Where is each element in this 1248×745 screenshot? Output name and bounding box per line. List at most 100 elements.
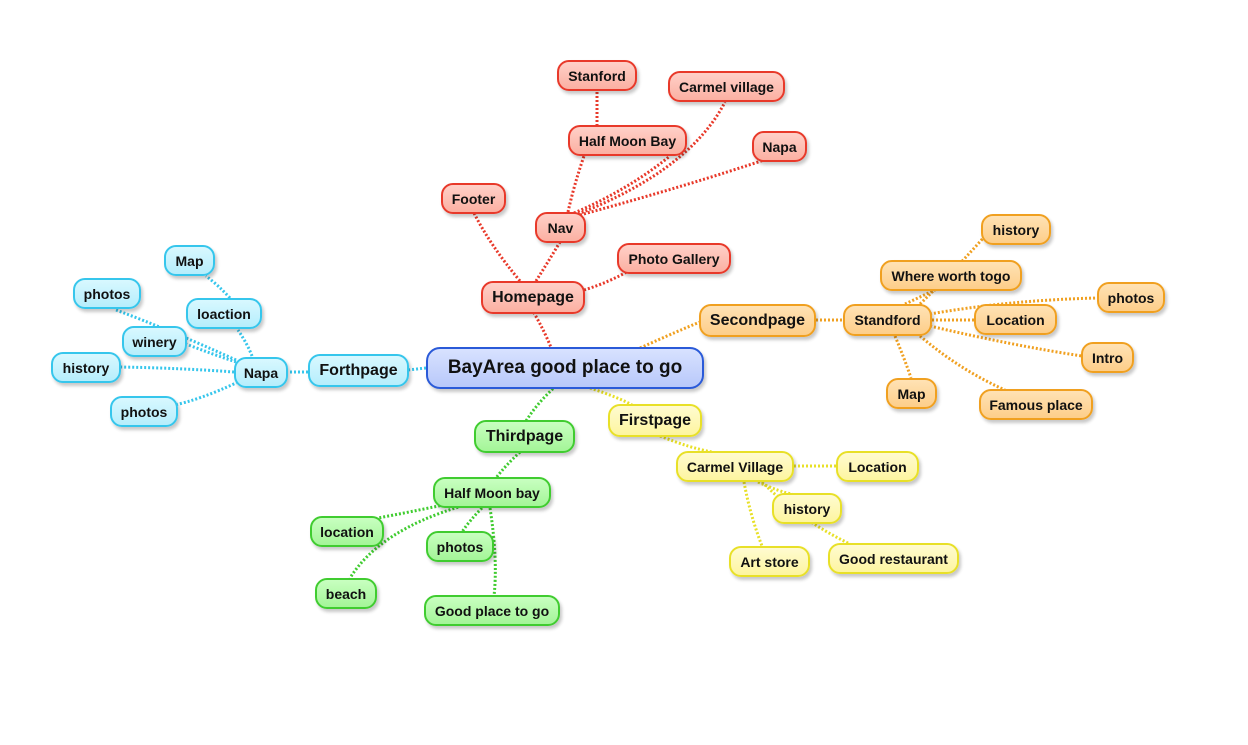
half-moon-bay-label: Half Moon bay bbox=[444, 484, 540, 501]
link-firstpage-carmel-village bbox=[659, 434, 713, 454]
link-standford-intro bbox=[929, 324, 1083, 358]
central-topic-node[interactable]: BayArea good place to go bbox=[426, 347, 704, 389]
history-secondpage-node[interactable]: history bbox=[981, 214, 1051, 245]
link-center-homepage bbox=[532, 312, 554, 351]
photos-bottom-forthpage-label: photos bbox=[120, 403, 168, 420]
map-secondpage-label: Map bbox=[897, 385, 926, 402]
nav-node[interactable]: Nav bbox=[535, 212, 586, 243]
good-restaurant-node[interactable]: Good restaurant bbox=[828, 543, 959, 574]
secondpage-node[interactable]: Secondpage bbox=[699, 304, 816, 337]
carmel-village-label: Carmel Village bbox=[686, 458, 784, 475]
link-napa-history bbox=[119, 365, 235, 374]
thirdpage-node[interactable]: Thirdpage bbox=[474, 420, 575, 453]
links-homepage bbox=[472, 92, 771, 351]
links-thirdpage bbox=[348, 384, 557, 597]
good-place-to-go-label: Good place to go bbox=[434, 602, 550, 619]
history-forthpage-node[interactable]: history bbox=[51, 352, 121, 383]
location-thirdpage-label: location bbox=[320, 523, 374, 540]
napa-nav-label: Napa bbox=[762, 138, 797, 155]
carmel-village-nav-node[interactable]: Carmel village bbox=[668, 71, 785, 102]
photos-secondpage-node[interactable]: photos bbox=[1097, 282, 1165, 313]
photos-bottom-forthpage-node[interactable]: photos bbox=[110, 396, 178, 427]
link-napa-loaction bbox=[236, 329, 254, 357]
location-secondpage-label: Location bbox=[986, 311, 1045, 328]
link-nav-half-moon-bay-2 bbox=[573, 154, 671, 215]
good-place-to-go-node[interactable]: Good place to go bbox=[424, 595, 560, 626]
napa-node[interactable]: Napa bbox=[234, 357, 288, 388]
intro-label: Intro bbox=[1091, 349, 1124, 366]
link-nav-napa bbox=[579, 156, 771, 217]
winery-label: winery bbox=[132, 333, 177, 350]
where-worth-togo-node[interactable]: Where worth togo bbox=[880, 260, 1022, 291]
standford-node[interactable]: Standford bbox=[843, 304, 932, 336]
link-center-thirdpage bbox=[524, 384, 557, 422]
link-napa-map bbox=[205, 274, 232, 300]
link-homepage-nav bbox=[534, 241, 562, 282]
link-thirdpage-half-moon-bay bbox=[494, 450, 522, 479]
standford-label: Standford bbox=[854, 312, 921, 328]
footer-node[interactable]: Footer bbox=[441, 183, 506, 214]
central-topic-label: BayArea good place to go bbox=[447, 357, 683, 378]
carmel-village-node[interactable]: Carmel Village bbox=[676, 451, 794, 482]
link-half-moon-bay-good-place bbox=[488, 507, 497, 597]
stanford-nav-label: Stanford bbox=[568, 67, 626, 84]
photos-thirdpage-label: photos bbox=[436, 538, 484, 555]
link-napa-winery bbox=[185, 342, 237, 364]
art-store-label: Art store bbox=[740, 553, 799, 570]
art-store-node[interactable]: Art store bbox=[729, 546, 810, 577]
history-firstpage-node[interactable]: history bbox=[772, 493, 842, 524]
loaction-label: loaction bbox=[197, 305, 251, 322]
link-center-firstpage bbox=[589, 386, 633, 407]
napa-label: Napa bbox=[243, 364, 279, 381]
location-firstpage-label: Location bbox=[848, 458, 907, 475]
secondpage-label: Secondpage bbox=[709, 311, 806, 329]
footer-label: Footer bbox=[451, 190, 496, 207]
photos-thirdpage-node[interactable]: photos bbox=[426, 531, 494, 562]
half-moon-bay-nav-label: Half Moon Bay bbox=[578, 132, 677, 149]
good-restaurant-label: Good restaurant bbox=[839, 550, 948, 567]
forthpage-node[interactable]: Forthpage bbox=[308, 354, 409, 387]
photos-top-forthpage-label: photos bbox=[83, 285, 131, 302]
winery-node[interactable]: winery bbox=[122, 326, 187, 357]
location-secondpage-node[interactable]: Location bbox=[974, 304, 1057, 335]
famous-place-node[interactable]: Famous place bbox=[979, 389, 1093, 420]
napa-nav-node[interactable]: Napa bbox=[752, 131, 807, 162]
link-standford-photos bbox=[929, 296, 1099, 316]
location-thirdpage-node[interactable]: location bbox=[310, 516, 384, 547]
map-forthpage-label: Map bbox=[175, 252, 204, 269]
map-forthpage-node[interactable]: Map bbox=[164, 245, 215, 276]
half-moon-bay-node[interactable]: Half Moon bay bbox=[433, 477, 551, 508]
link-half-moon-bay-photos bbox=[460, 506, 484, 533]
link-homepage-photo-gallery bbox=[583, 268, 631, 292]
link-center-forthpage bbox=[407, 366, 427, 372]
beach-label: beach bbox=[325, 585, 367, 602]
link-standford-map bbox=[893, 335, 913, 379]
link-standford-history bbox=[918, 235, 987, 306]
link-half-moon-bay-location bbox=[377, 502, 449, 520]
link-carmel-village-art-store bbox=[742, 481, 764, 547]
map-secondpage-node[interactable]: Map bbox=[886, 378, 937, 409]
link-center-secondpage bbox=[639, 320, 701, 350]
photo-gallery-node[interactable]: Photo Gallery bbox=[617, 243, 731, 274]
nav-label: Nav bbox=[547, 219, 574, 236]
links-secondpage bbox=[639, 235, 1099, 392]
photo-gallery-label: Photo Gallery bbox=[628, 250, 720, 267]
beach-node[interactable]: beach bbox=[315, 578, 377, 609]
link-standford-where-worth-togo bbox=[904, 288, 936, 306]
history-firstpage-label: history bbox=[783, 500, 831, 517]
stanford-nav-node[interactable]: Stanford bbox=[557, 60, 637, 91]
history-secondpage-label: history bbox=[992, 221, 1040, 238]
where-worth-togo-label: Where worth togo bbox=[891, 267, 1011, 284]
half-moon-bay-nav-node[interactable]: Half Moon Bay bbox=[568, 125, 687, 156]
forthpage-label: Forthpage bbox=[319, 361, 398, 379]
loaction-node[interactable]: loaction bbox=[186, 298, 262, 329]
photos-top-forthpage-node[interactable]: photos bbox=[73, 278, 141, 309]
link-nav-carmel-village bbox=[577, 101, 727, 216]
link-napa-photos-bottom bbox=[169, 380, 239, 408]
location-firstpage-node[interactable]: Location bbox=[836, 451, 919, 482]
firstpage-label: Firstpage bbox=[618, 411, 691, 429]
firstpage-node[interactable]: Firstpage bbox=[608, 404, 702, 437]
intro-node[interactable]: Intro bbox=[1081, 342, 1134, 373]
homepage-node[interactable]: Homepage bbox=[481, 281, 585, 314]
